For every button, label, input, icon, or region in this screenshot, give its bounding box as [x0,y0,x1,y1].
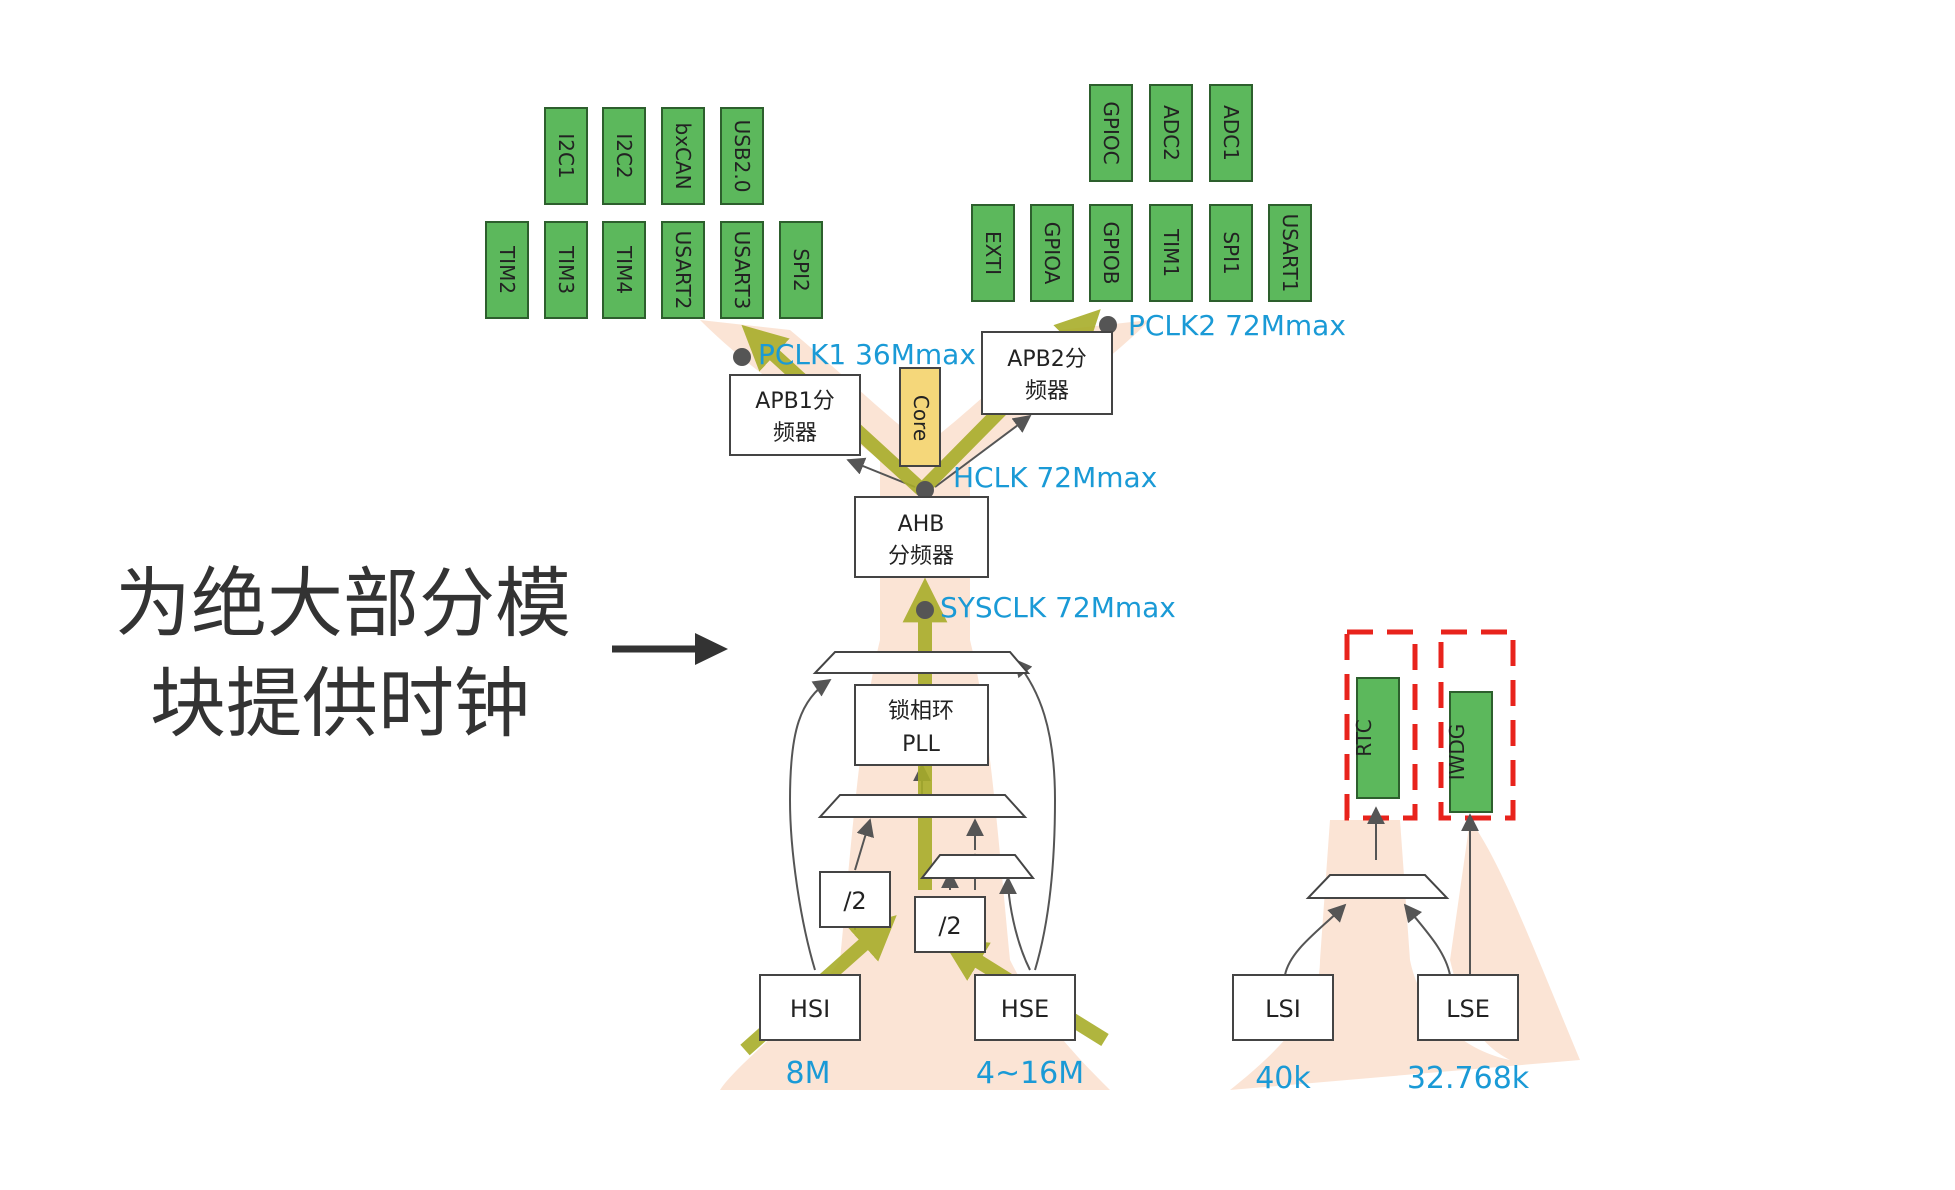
periph-iwdg: IWDG [1445,724,1469,781]
ahb-label-1: AHB [898,512,945,537]
pclk1-label: PCLK1 36Mmax [758,338,976,371]
block-shapes [729,331,1519,1041]
periph-usb: USB2.0 [730,120,754,193]
periph-bxcan: bxCAN [671,122,695,189]
apb1-top-row [544,107,764,205]
periph-usart3: USART3 [730,231,754,310]
periph-spi1: SPI1 [1219,231,1243,274]
periph-usart2: USART2 [671,231,695,310]
iwdg-block-shape [1449,691,1493,813]
apb2-top-row [1089,84,1253,182]
periph-gpiob: GPIOB [1099,222,1123,285]
lsi-label: LSI [1265,995,1301,1023]
apb1-bottom-row [485,221,823,319]
hsi-freq: 8M [786,1056,831,1091]
periph-spi2: SPI2 [789,248,813,291]
ahb-label-2: 分频器 [888,544,954,569]
lse-label: LSE [1446,995,1490,1023]
periph-gpioa: GPIOA [1040,222,1064,285]
caption-line-2: 块提供时钟 [150,659,530,748]
periph-usart1: USART1 [1278,214,1302,293]
periph-i2c1: I2C1 [554,133,578,178]
hse-label: HSE [1001,995,1049,1023]
hse-freq: 4~16M [976,1056,1084,1091]
hse-div-mux [919,854,1036,879]
periph-tim4: TIM4 [612,245,636,294]
rtc-mux [1305,874,1450,899]
hclk-node [916,481,934,499]
apb1-label-2: 频器 [773,421,817,446]
periph-adc2: ADC2 [1159,105,1183,161]
periph-exti: EXTI [981,231,1005,275]
pclk2-label: PCLK2 72Mmax [1128,309,1346,342]
periph-adc1: ADC1 [1219,105,1243,161]
pclk1-node [733,348,751,366]
apb2-label-2: 频器 [1025,379,1069,404]
pll-label-1: 锁相环 [888,699,954,724]
rtc-block-shape [1356,677,1400,799]
core-block [899,367,941,467]
apb2-label-1: APB2分 [1007,347,1086,372]
periph-tim2: TIM2 [495,245,519,294]
sysclk-node [916,601,934,619]
periph-tim1: TIM1 [1159,228,1183,277]
div2-right-label: /2 [938,912,961,940]
lsi-freq: 40k [1255,1061,1311,1096]
apb2-bottom-row [971,204,1312,302]
apb1-label-1: APB1分 [755,389,834,414]
periph-gpioc: GPIOC [1099,101,1123,164]
lse-freq: 32.768k [1407,1061,1530,1096]
pclk2-node [1099,316,1117,334]
div2-left-label: /2 [843,887,866,915]
periph-i2c2: I2C2 [612,133,636,178]
periph-rtc: RTC [1352,719,1376,756]
sysclk-label: SYSCLK 72Mmax [940,591,1176,624]
hsi-label: HSI [790,995,830,1023]
core-label: Core [909,395,933,441]
hclk-label: HCLK 72Mmax [953,461,1157,494]
caption-arrow [612,633,728,665]
pll-label-2: PLL [902,732,941,757]
pll-source-mux [817,794,1028,818]
periph-tim3: TIM3 [554,245,578,294]
sysclk-mux [812,651,1031,674]
caption-line-1: 为绝大部分模 [115,559,571,648]
